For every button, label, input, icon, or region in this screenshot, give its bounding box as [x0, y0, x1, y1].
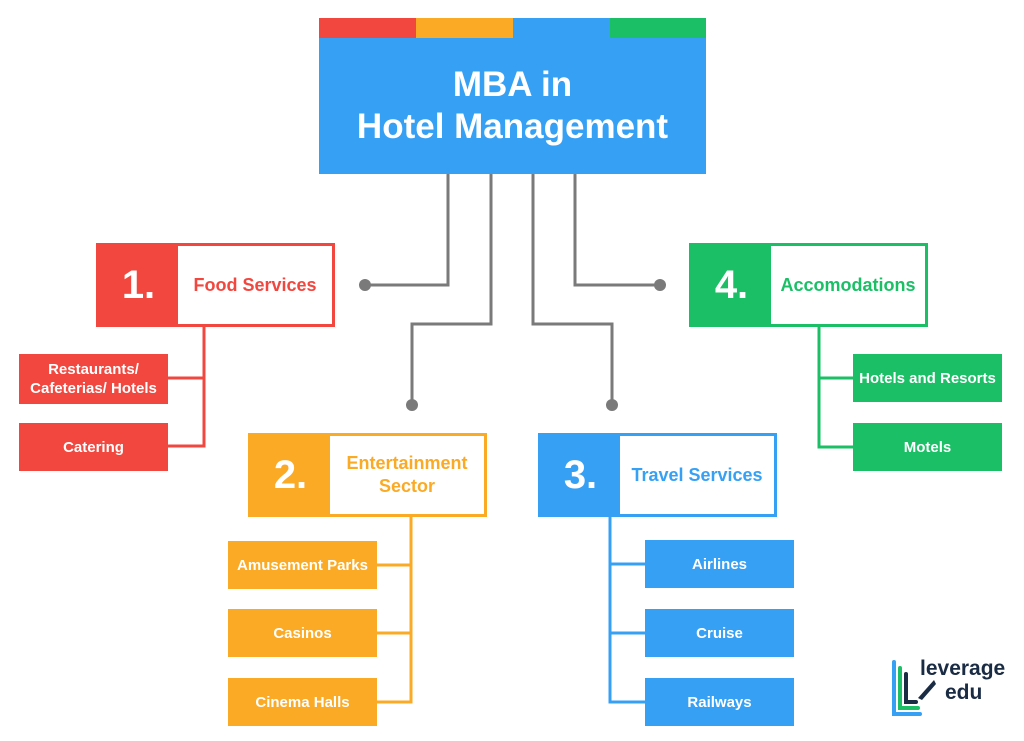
sub-item-airlines: Airlines — [645, 540, 794, 588]
category-label: Food Services — [193, 274, 317, 295]
logo-text-edu: edu — [945, 681, 983, 704]
sub-item-hotels-and-resorts: Hotels and Resorts — [853, 354, 1002, 402]
category-accomodations: 4. Accomodations — [689, 243, 928, 327]
category-number: 1. — [99, 246, 178, 324]
sub-item-catering: Catering — [19, 423, 168, 471]
category-number: 3. — [541, 436, 620, 514]
title-line-2: Hotel Management — [356, 107, 669, 146]
category-entertainment-sector: 2. Entertainment Sector — [248, 433, 487, 517]
sub-item-restaurants: Restaurants/ Cafeterias/ Hotels — [19, 354, 168, 404]
category-travel-services: 3. Travel Services — [538, 433, 777, 517]
title-box: MBA in Hotel Management — [319, 38, 706, 174]
header-strip-orange — [416, 18, 513, 38]
category-label: Entertainment Sector — [346, 453, 468, 496]
category-number: 2. — [251, 436, 330, 514]
header-strip-red — [319, 18, 416, 38]
category-food-services: 1. Food Services — [96, 243, 335, 327]
sub-item-cruise: Cruise — [645, 609, 794, 657]
sub-item-amusement-parks: Amusement Parks — [228, 541, 377, 589]
header-strip-blue — [513, 18, 610, 38]
sub-item-casinos: Casinos — [228, 609, 377, 657]
category-label: Travel Services — [631, 464, 763, 485]
header-strip-green — [610, 18, 706, 38]
logo-text-leverage: leverage — [920, 657, 1006, 680]
sub-item-motels: Motels — [853, 423, 1002, 471]
sub-item-cinema-halls: Cinema Halls — [228, 678, 377, 726]
category-label: Accomodations — [780, 274, 916, 295]
leverage-edu-logo-icon — [892, 660, 936, 716]
title-line-1: MBA in — [452, 65, 573, 104]
category-number: 4. — [692, 246, 771, 324]
sub-item-railways: Railways — [645, 678, 794, 726]
